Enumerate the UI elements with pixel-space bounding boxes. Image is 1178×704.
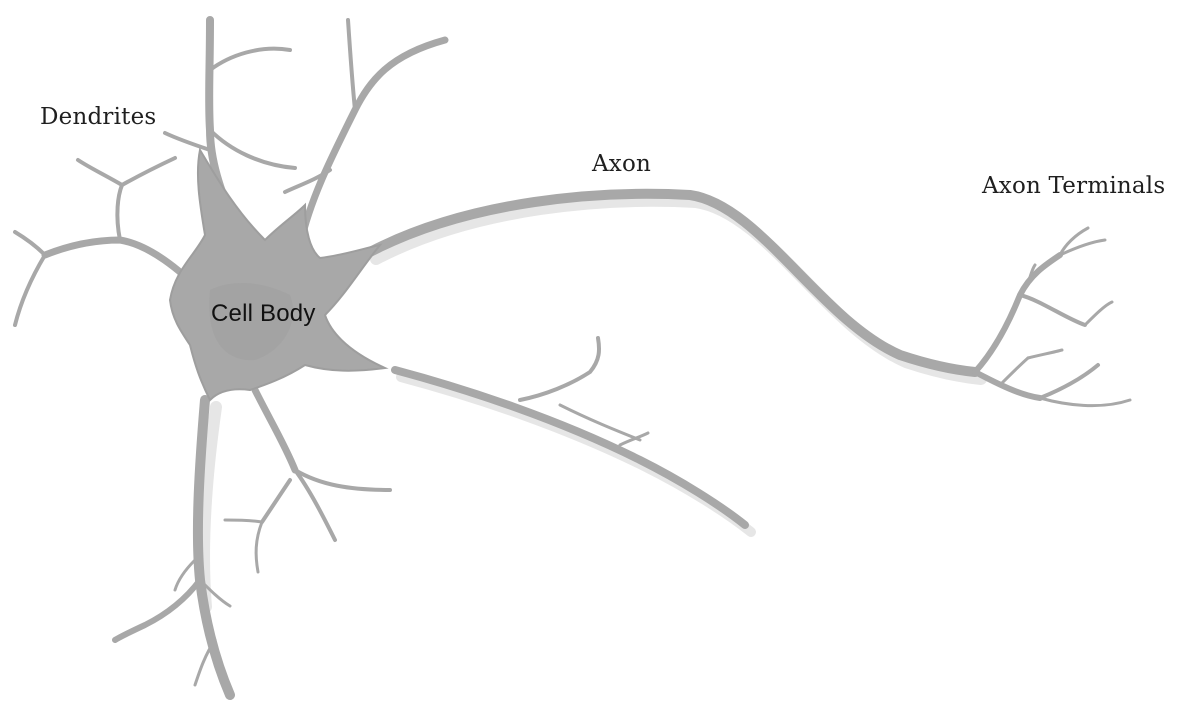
dendrite-branch: [117, 185, 122, 240]
axon-terminal-branch: [1060, 228, 1088, 255]
cell-body-shape: [170, 150, 385, 400]
dendrite-branch: [210, 49, 290, 70]
axon-terminal-branch: [1028, 350, 1062, 358]
dendrite-branch: [15, 232, 45, 255]
label-cell-body: Cell Body: [211, 300, 316, 328]
dendrite-branch: [78, 160, 122, 185]
axon-terminal-branch: [1085, 302, 1112, 325]
label-axon: Axon: [592, 151, 651, 177]
dendrite-branch: [122, 158, 175, 185]
label-dendrites: Dendrites: [40, 104, 156, 130]
axon-terminal-branch: [1020, 295, 1085, 325]
dendrite-branch: [348, 20, 355, 110]
axon-terminal-branch: [1060, 240, 1105, 255]
axon-terminal-branch: [1040, 365, 1098, 398]
dendrite-branch: [256, 522, 262, 572]
dendrite-branch: [262, 480, 290, 522]
dendrite-branch: [520, 338, 599, 400]
dendrite-branch: [295, 470, 390, 490]
axon-terminal-branch: [1000, 358, 1028, 385]
label-axon-terminals: Axon Terminals: [982, 173, 1165, 199]
axon-shaft: [370, 194, 975, 372]
dendrite-branch: [195, 640, 215, 685]
neuron-branches: [15, 20, 1130, 695]
dendrite-branch: [115, 580, 200, 640]
dendrite-branch: [210, 130, 295, 168]
dendrite-branch: [255, 390, 295, 470]
axon-terminal-branch: [1040, 398, 1130, 406]
dendrite-branch: [225, 520, 262, 522]
dendrite-branch: [165, 133, 210, 150]
dendrite-branch: [300, 40, 445, 245]
dendrite-branch: [15, 255, 45, 325]
